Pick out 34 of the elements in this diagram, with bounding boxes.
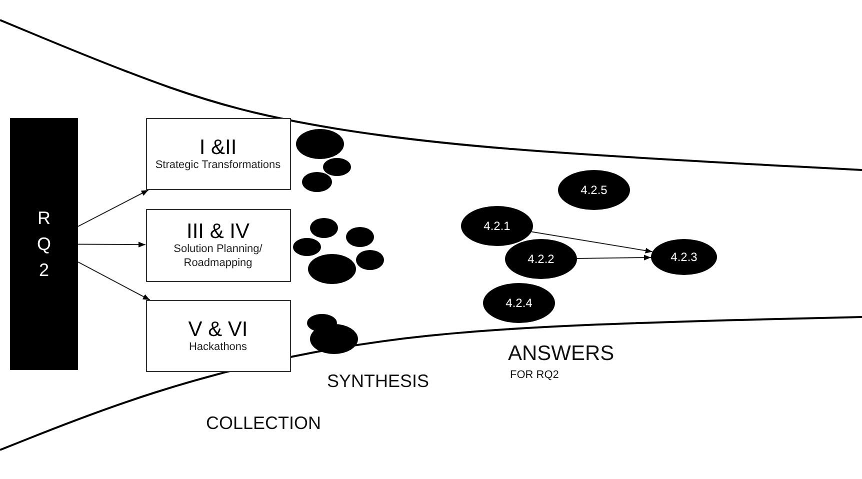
arrow bbox=[531, 231, 653, 254]
title-text: V & VI bbox=[188, 318, 248, 341]
subtitle-text: Solution Planning/ Roadmapping bbox=[172, 242, 264, 270]
subtitle-text: Strategic Transformations bbox=[155, 158, 281, 172]
circle bbox=[356, 250, 384, 270]
title-text: 4.2.1 bbox=[484, 219, 510, 233]
circle bbox=[310, 218, 338, 238]
circle bbox=[310, 324, 358, 354]
section-heading: SYNTHESIS bbox=[327, 371, 430, 392]
section-heading: COLLECTION bbox=[206, 413, 322, 434]
circle bbox=[302, 172, 332, 192]
arrow bbox=[78, 190, 149, 227]
title-text: 4.2.3 bbox=[670, 250, 698, 264]
circle bbox=[323, 158, 351, 176]
section-heading: ANSWERS bbox=[508, 342, 614, 366]
subtitle-text: Hackathons bbox=[188, 340, 248, 354]
title-text: 4.2.2 bbox=[528, 252, 554, 266]
circle bbox=[308, 254, 356, 284]
circle bbox=[293, 238, 321, 256]
title-text: III & IV bbox=[186, 220, 250, 243]
title-text: 4.2.4 bbox=[506, 296, 532, 310]
arrow bbox=[78, 261, 150, 300]
title-text: R Q 2 bbox=[36, 206, 52, 282]
title-text: 4.2.5 bbox=[580, 183, 608, 197]
phase-box bbox=[146, 300, 290, 372]
question-bar bbox=[10, 118, 78, 370]
arrow bbox=[576, 254, 652, 260]
title-text: I &II bbox=[199, 136, 237, 159]
arrow bbox=[78, 242, 146, 248]
circle bbox=[346, 227, 374, 247]
section-subheading: FOR RQ2 bbox=[510, 369, 559, 381]
phase-box bbox=[146, 118, 290, 190]
phase-box bbox=[146, 208, 290, 282]
circle bbox=[296, 129, 344, 159]
